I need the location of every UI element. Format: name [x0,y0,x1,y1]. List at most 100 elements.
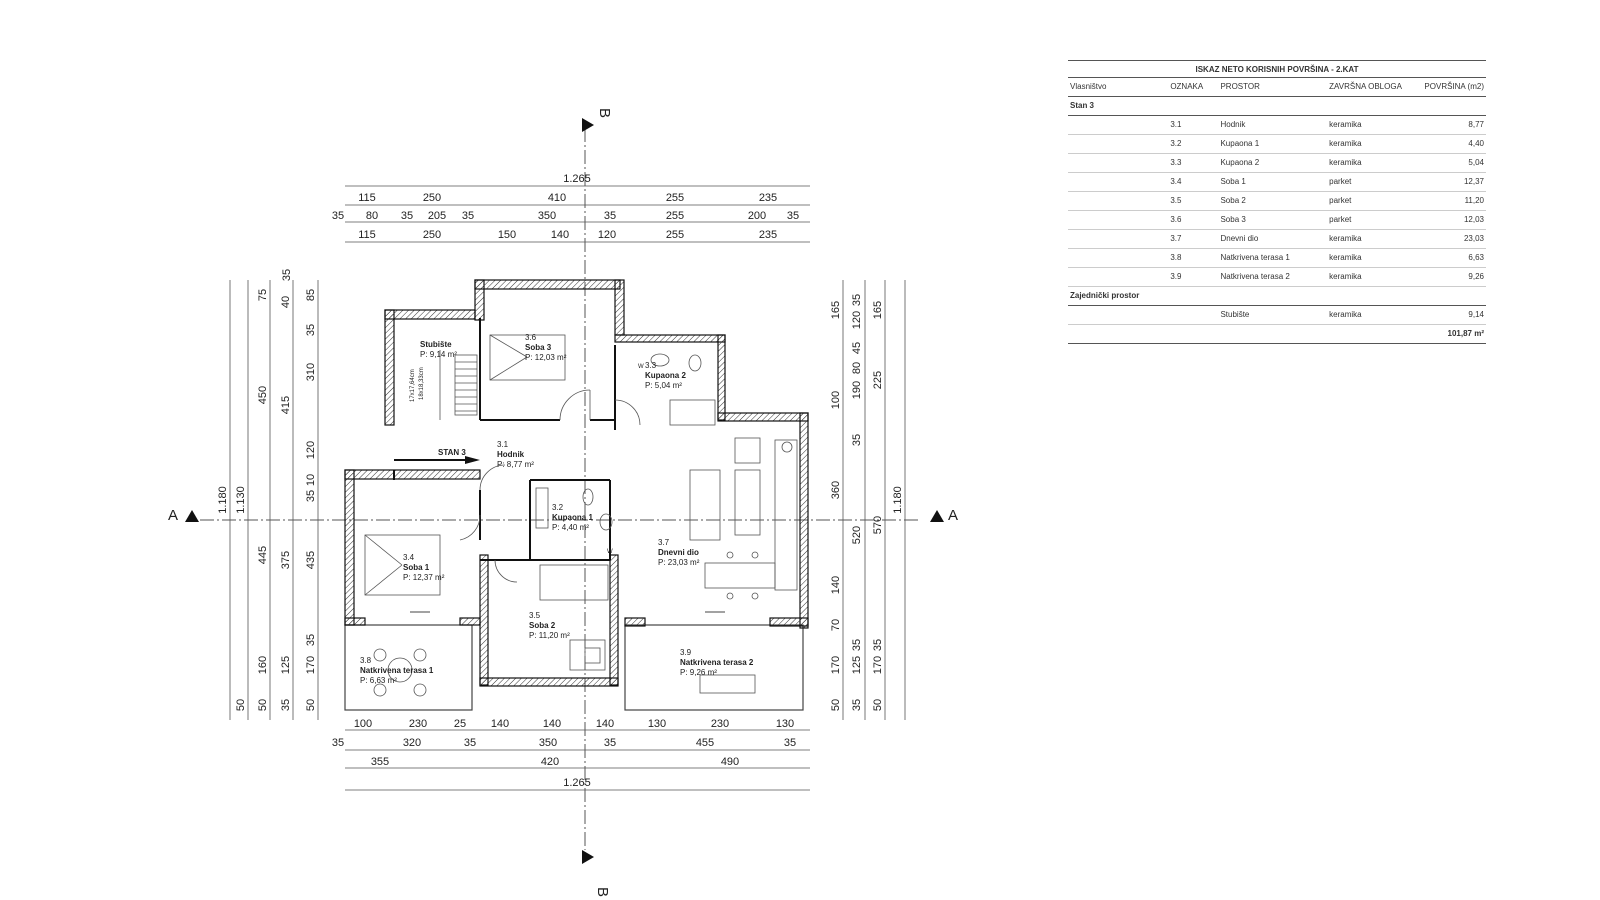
dim-right: 165 120 35 45 80 190 100 35 360 140 70 3… [830,294,904,711]
room-label-3-8: 3.8 Natkrivena terasa 1 P: 6,63 m² [360,656,434,685]
svg-text:235: 235 [759,192,777,204]
area-table-title: ISKAZ NETO KORISNIH POVRŠINA - 2.KAT [1068,60,1486,78]
terrace-table-1 [387,657,413,683]
svg-text:355: 355 [371,756,389,768]
svg-text:50: 50 [830,699,842,711]
svg-text:120: 120 [305,441,317,459]
svg-text:235: 235 [759,229,777,241]
svg-text:375: 375 [280,551,292,569]
dining-table [704,562,776,589]
room-label-3-1: 3.1 Hodnik P: 8,77 m² [497,440,534,469]
svg-text:50: 50 [257,699,269,711]
terrace-table-2 [699,674,756,694]
section-marker-a-right: A [930,507,958,524]
svg-text:170: 170 [830,656,842,674]
svg-text:435: 435 [305,551,317,569]
staircase [439,350,478,420]
terrace-1-outline [344,624,473,711]
svg-text:3.2: 3.2 [552,503,564,512]
furniture [364,334,798,697]
svg-text:190: 190 [851,381,863,399]
svg-text:350: 350 [539,737,557,749]
svg-text:45: 45 [851,342,863,354]
svg-text:P: 9,26 m²: P: 9,26 m² [680,668,717,677]
svg-text:3.1: 3.1 [497,440,509,449]
room-label-3-3: 3.3 Kupaona 2 P: 5,04 m² [645,361,686,390]
svg-text:50: 50 [305,699,317,711]
svg-text:35: 35 [305,324,317,336]
svg-text:3.3: 3.3 [645,361,657,370]
svg-text:P: 6,63 m²: P: 6,63 m² [360,676,397,685]
armchair [734,437,761,464]
svg-text:150: 150 [498,229,516,241]
svg-text:80: 80 [366,210,378,222]
col-header-vlasnistvo: Vlasništvo [1068,78,1169,97]
svg-text:35: 35 [872,639,884,651]
svg-text:Hodnik: Hodnik [497,450,525,459]
svg-text:570: 570 [872,516,884,534]
svg-text:P: 11,20 m²: P: 11,20 m² [529,631,570,640]
room-label-3-6: 3.6 Soba 3 P: 12,03 m² [525,333,567,362]
svg-text:230: 230 [409,718,427,730]
svg-text:455: 455 [696,737,714,749]
dim-bottom-row2: 35 320 35 350 35 455 35 [332,737,796,749]
svg-text:Kupaona 1: Kupaona 1 [552,513,593,522]
table-group-zajednicki: Zajednički prostor [1068,286,1486,306]
svg-text:40: 40 [280,296,292,308]
svg-text:255: 255 [666,210,684,222]
svg-text:35: 35 [851,434,863,446]
svg-text:35: 35 [462,210,474,222]
svg-text:200: 200 [748,210,766,222]
svg-text:P: 8,77 m²: P: 8,77 m² [497,460,534,469]
svg-text:125: 125 [851,656,863,674]
svg-text:35: 35 [401,210,413,222]
svg-text:120: 120 [851,311,863,329]
svg-text:100: 100 [354,718,372,730]
bed-soba-3 [489,334,566,381]
col-header-povrsina: POVRŠINA (m2) [1419,78,1486,97]
svg-text:255: 255 [666,192,684,204]
svg-text:230: 230 [711,718,729,730]
svg-text:Kupaona 2: Kupaona 2 [645,371,686,380]
svg-text:140: 140 [491,718,509,730]
svg-text:P: 4,40 m²: P: 4,40 m² [552,523,589,532]
svg-text:80: 80 [851,362,863,374]
terrace-2-outline [624,624,804,711]
svg-text:3.6: 3.6 [525,333,537,342]
svg-text:A: A [168,507,178,524]
room-label-3-5: 3.5 Soba 2 P: 11,20 m² [529,611,570,640]
room-label-3-2: 3.2 Kupaona 1 P: 4,40 m² [552,503,593,532]
sofa [689,469,721,541]
entrance-marker[interactable]: STAN 3 [438,448,480,464]
svg-text:160: 160 [257,656,269,674]
svg-text:10: 10 [305,474,317,486]
kitchen-counter [774,439,798,591]
svg-text:420: 420 [541,756,559,768]
svg-text:75: 75 [257,289,269,301]
svg-text:35: 35 [305,490,317,502]
svg-text:A: A [948,507,958,524]
svg-text:415: 415 [280,396,292,414]
col-header-obloga: ZAVRŠNA OBLOGA [1327,78,1420,97]
section-marker-b-top: B [582,108,613,132]
svg-text:205: 205 [428,210,446,222]
svg-text:35: 35 [305,634,317,646]
wc-label-2: W [607,549,613,555]
svg-text:35: 35 [332,737,344,749]
svg-text:115: 115 [358,229,376,241]
svg-text:35: 35 [281,269,293,281]
svg-text:225: 225 [872,371,884,389]
section-marker-a-left: A [168,507,199,524]
dimension-lines [229,185,906,791]
svg-text:165: 165 [830,301,842,319]
svg-text:35: 35 [851,699,863,711]
svg-text:P: 23,03 m²: P: 23,03 m² [658,558,700,567]
inner-walls [393,318,616,561]
room-label-3-4: 3.4 Soba 1 P: 12,37 m² [403,553,445,582]
svg-text:445: 445 [257,546,269,564]
svg-text:3.5: 3.5 [529,611,541,620]
svg-text:140: 140 [543,718,561,730]
